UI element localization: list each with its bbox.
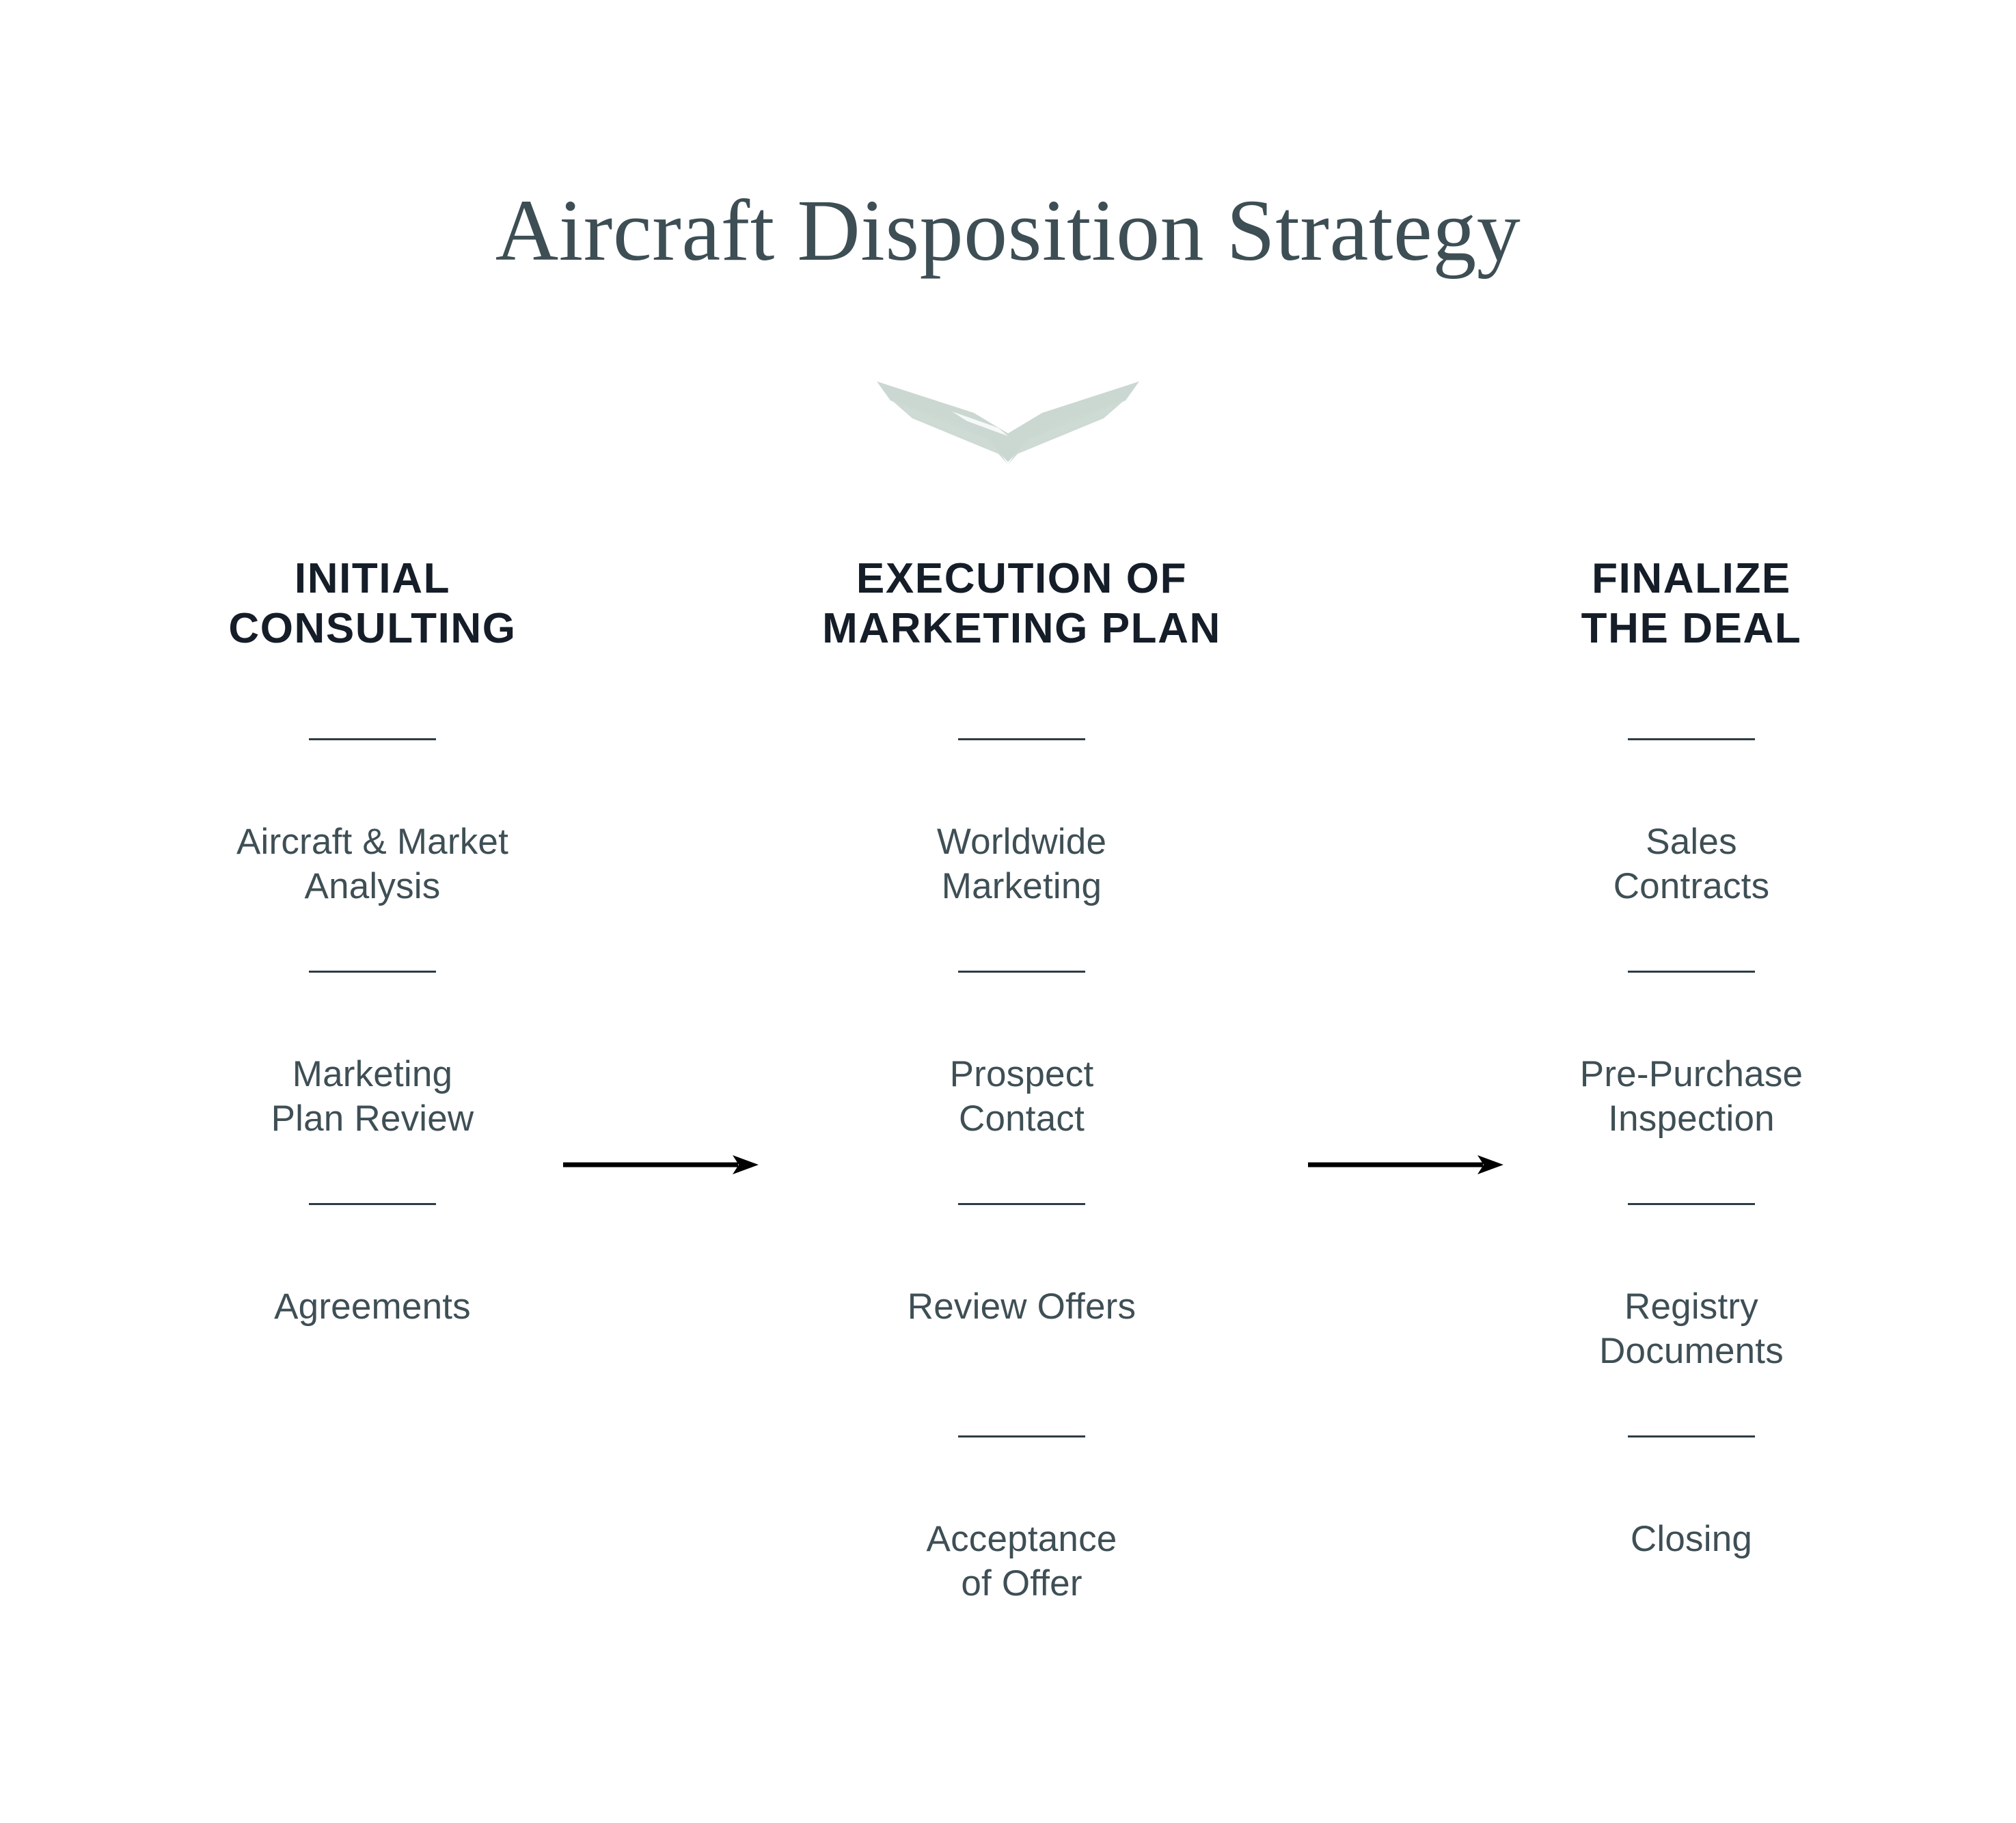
column-execution-of-marketing-plan: Worldwide Marketing Prospect Contact Rev… [810, 725, 1234, 1654]
column-header-label: FINALIZE THE DEAL [1581, 555, 1802, 653]
step-item: Acceptance of Offer [810, 1422, 1234, 1654]
arrow-right-icon [563, 1155, 759, 1174]
step-divider [1628, 971, 1755, 973]
step-divider [1628, 1203, 1755, 1205]
step-item: Registry Documents [1480, 1189, 1903, 1422]
logo-container [0, 377, 2016, 473]
step-label: Aircraft & Market Analysis [236, 822, 509, 906]
step-label: Agreements [274, 1286, 471, 1327]
step-divider [958, 1435, 1085, 1437]
page-title: Aircraft Disposition Strategy [495, 182, 1521, 279]
step-item: Marketing Plan Review [161, 957, 584, 1189]
column-header-initial-consulting: INITIAL CONSULTING [161, 554, 584, 653]
step-divider [1628, 738, 1755, 740]
column-header-execution-of-marketing-plan: EXECUTION OF MARKETING PLAN [810, 554, 1234, 653]
step-divider [1628, 1435, 1755, 1437]
step-divider [309, 971, 436, 973]
column-header-label: INITIAL CONSULTING [228, 555, 517, 653]
step-label: Acceptance of Offer [926, 1519, 1117, 1604]
step-item: Aircraft & Market Analysis [161, 725, 584, 957]
step-label: Worldwide Marketing [936, 822, 1107, 906]
step-label: Review Offers [907, 1286, 1136, 1327]
step-divider [309, 738, 436, 740]
winged-chevron-logo-icon [877, 381, 1139, 465]
step-label: Prospect Contact [949, 1054, 1094, 1139]
arrow-right-icon [1308, 1155, 1503, 1174]
step-label: Sales Contracts [1613, 822, 1770, 906]
column-header-label: EXECUTION OF MARKETING PLAN [822, 555, 1221, 653]
step-label: Closing [1630, 1519, 1753, 1559]
column-header-finalize-the-deal: FINALIZE THE DEAL [1480, 554, 1903, 653]
step-divider [958, 971, 1085, 973]
column-initial-consulting: Aircraft & Market Analysis Marketing Pla… [161, 725, 584, 1422]
step-divider [958, 1203, 1085, 1205]
flow-arrow-2 [1307, 1150, 1505, 1180]
step-label: Marketing Plan Review [271, 1054, 474, 1139]
step-item: Closing [1480, 1422, 1903, 1654]
step-divider [309, 1203, 436, 1205]
flow-header-row: INITIAL CONSULTING EXECUTION OF MARKETIN… [0, 554, 2016, 1174]
step-item: Worldwide Marketing [810, 725, 1234, 957]
step-label: Registry Documents [1599, 1286, 1784, 1371]
flow-arrow-1 [562, 1150, 760, 1180]
step-item: Prospect Contact [810, 957, 1234, 1189]
step-label: Pre-Purchase Inspection [1579, 1054, 1803, 1139]
step-item: Review Offers [810, 1189, 1234, 1422]
step-divider [958, 738, 1085, 740]
step-item: Sales Contracts [1480, 725, 1903, 957]
step-item: Pre-Purchase Inspection [1480, 957, 1903, 1189]
column-finalize-the-deal: Sales Contracts Pre-Purchase Inspection … [1480, 725, 1903, 1654]
page-title-container: Aircraft Disposition Strategy [0, 183, 2016, 278]
step-item: Agreements [161, 1189, 584, 1422]
